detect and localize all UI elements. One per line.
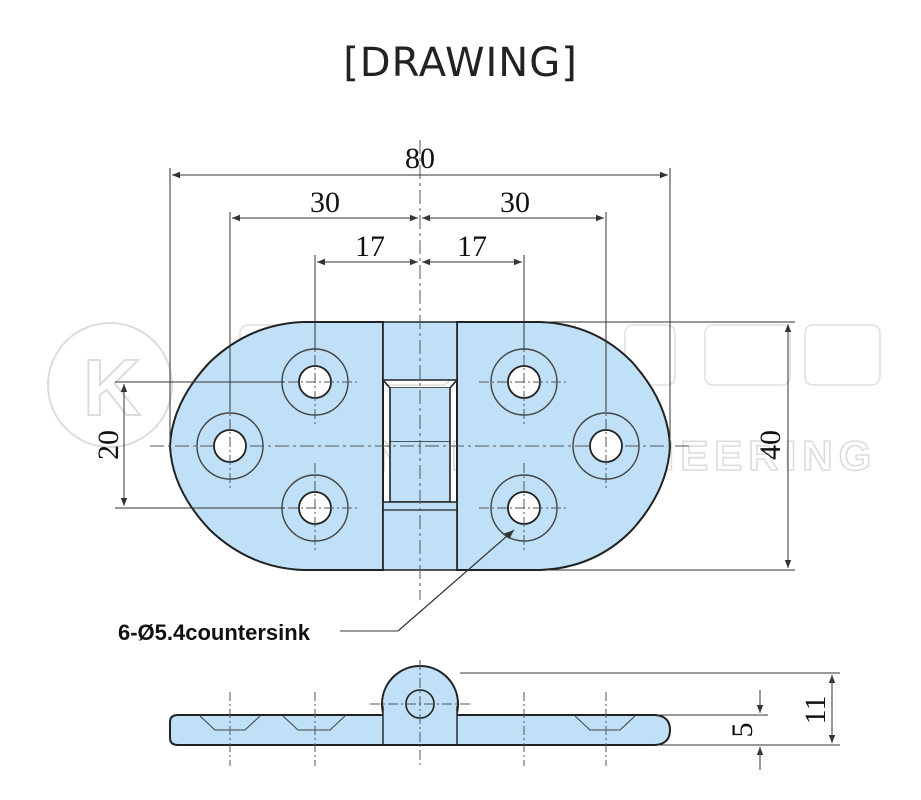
dim-right-hole-spacing: 30 (500, 186, 530, 219)
hinge-side-view (169, 660, 672, 768)
dim-overall-length: 80 (405, 142, 435, 175)
side-center-lines (229, 692, 607, 766)
dim-leaf-thickness: 5 (726, 723, 759, 738)
countersink-hole (196, 401, 264, 491)
watermark-logo-circle (47, 322, 173, 448)
dim-overall-width: 40 (754, 430, 787, 460)
countersink-hole (572, 401, 640, 491)
dim-left-hole-spacing: 30 (310, 186, 340, 219)
countersink-holes (196, 337, 640, 553)
watermark-logo-letter: K (83, 343, 141, 432)
countersink-hole (270, 463, 360, 553)
countersink-hole (479, 463, 569, 553)
drawing-title: [DRAWING] (343, 40, 578, 86)
dim-right-inner-spacing: 17 (457, 230, 487, 263)
hinge-top-view (150, 140, 690, 600)
countersink-note: 6-Ø5.4countersink (118, 620, 311, 645)
dim-hole-row-spacing: 20 (92, 430, 125, 460)
dim-left-inner-spacing: 17 (355, 230, 385, 263)
dim-knuckle-height: 11 (799, 696, 832, 725)
dimension-lines (115, 168, 840, 770)
